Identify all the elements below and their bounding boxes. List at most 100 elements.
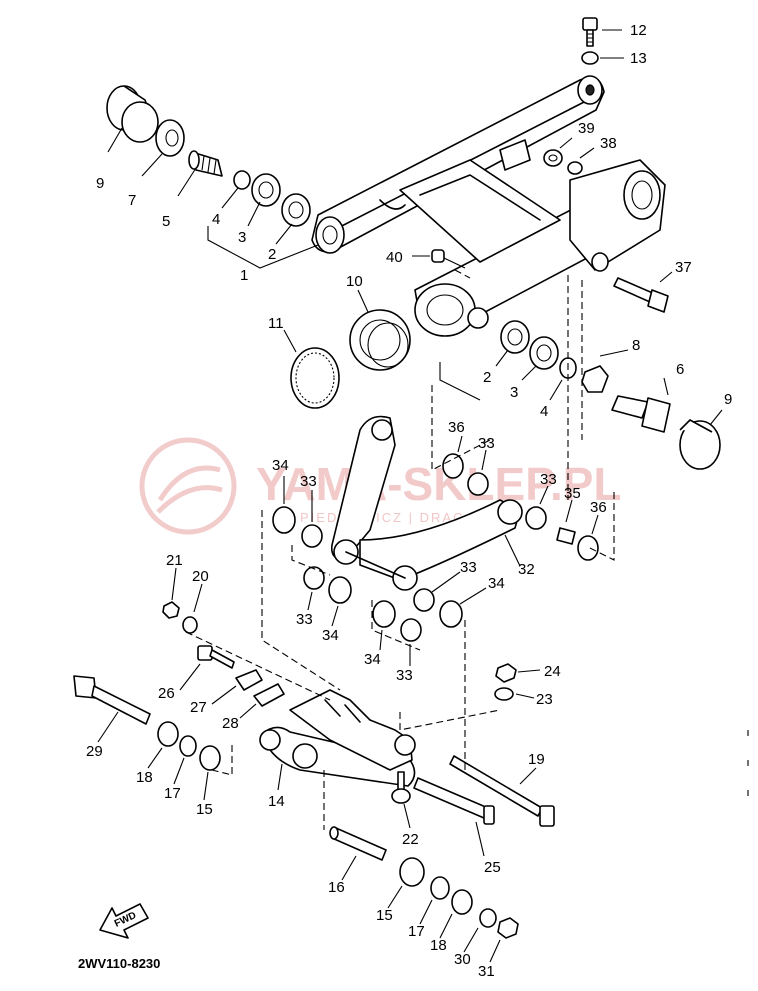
washer-18a-part bbox=[157, 721, 179, 747]
bushing-33e-part bbox=[413, 588, 435, 612]
label-24: 24 bbox=[544, 663, 561, 680]
collar-4a-part bbox=[233, 170, 251, 190]
bearing-2b-part bbox=[500, 320, 530, 354]
bolt-22-part bbox=[391, 771, 411, 804]
label-36a: 36 bbox=[448, 419, 465, 436]
bushing-33b-part bbox=[301, 524, 323, 548]
bushing-35-part bbox=[556, 527, 576, 545]
label-5: 5 bbox=[162, 213, 170, 230]
alignment-lines bbox=[185, 269, 615, 830]
label-39: 39 bbox=[578, 120, 595, 137]
label-1: 1 bbox=[240, 267, 248, 284]
bushing-36b-part bbox=[577, 535, 599, 561]
label-20: 20 bbox=[192, 568, 209, 585]
label-17a: 17 bbox=[164, 785, 181, 802]
label-23: 23 bbox=[536, 691, 553, 708]
label-8: 8 bbox=[632, 337, 640, 354]
label-38: 38 bbox=[600, 135, 617, 152]
cap-9a-part bbox=[106, 85, 159, 143]
label-33e: 33 bbox=[460, 559, 477, 576]
lockwasher-8-part bbox=[581, 365, 609, 393]
label-10: 10 bbox=[346, 273, 363, 290]
label-33d: 33 bbox=[296, 611, 313, 628]
label-3b: 3 bbox=[510, 384, 518, 401]
bearing-3a-part bbox=[251, 173, 281, 207]
collar-15b-part bbox=[399, 857, 425, 887]
fwd-arrow-icon: FWD bbox=[99, 903, 149, 939]
label-14: 14 bbox=[268, 793, 285, 810]
bushing-34d-part bbox=[372, 600, 396, 628]
plug-40-part bbox=[431, 249, 466, 269]
label-32: 32 bbox=[518, 561, 535, 578]
label-34c: 34 bbox=[488, 575, 505, 592]
pin-25-part bbox=[413, 777, 495, 825]
shaft-6-part bbox=[611, 395, 671, 433]
label-33a: 33 bbox=[478, 435, 495, 452]
bracket-28-part bbox=[253, 683, 285, 707]
label-34d: 34 bbox=[364, 651, 381, 668]
label-33f: 33 bbox=[396, 667, 413, 684]
label-19: 19 bbox=[528, 751, 545, 768]
bearing-3b-part bbox=[529, 336, 559, 370]
washer-20-part bbox=[182, 616, 198, 634]
washer-17a-part bbox=[179, 735, 197, 757]
label-31: 31 bbox=[478, 963, 495, 980]
bushing-33f-part bbox=[400, 618, 422, 642]
washer-13-part bbox=[581, 51, 599, 65]
label-33b: 33 bbox=[300, 473, 317, 490]
label-36b: 36 bbox=[590, 499, 607, 516]
washer-23-part bbox=[494, 687, 514, 701]
bolt-19-part bbox=[449, 755, 555, 827]
nut-7-part bbox=[155, 119, 185, 157]
plate-27-part bbox=[235, 669, 263, 691]
label-29: 29 bbox=[86, 743, 103, 760]
label-11: 11 bbox=[268, 315, 284, 332]
seal-10-part bbox=[349, 309, 411, 371]
link-14-part bbox=[259, 689, 416, 787]
part-labels: 12 13 9 7 5 4 3 2 1 39 38 40 37 10 11 2 … bbox=[86, 22, 732, 980]
nut-31-part bbox=[497, 917, 519, 939]
washer-17b-part bbox=[430, 876, 450, 900]
relay-arm-32-part bbox=[330, 415, 523, 591]
bolt-12-part bbox=[582, 17, 598, 47]
nut-24-part bbox=[495, 663, 517, 683]
label-15a: 15 bbox=[196, 801, 213, 818]
swingarm-part bbox=[311, 75, 666, 337]
washer-18b-part bbox=[451, 889, 473, 915]
collar-15a-part bbox=[199, 745, 221, 771]
label-16: 16 bbox=[328, 879, 345, 896]
bolt-26-part bbox=[197, 645, 235, 669]
bushing-33c-part bbox=[525, 506, 547, 530]
label-2a: 2 bbox=[268, 246, 276, 263]
cap-9b-part bbox=[679, 419, 721, 470]
label-6: 6 bbox=[676, 361, 684, 378]
label-9a: 9 bbox=[96, 175, 104, 192]
bushing-36a-part bbox=[442, 453, 464, 479]
label-3a: 3 bbox=[238, 229, 246, 246]
label-30: 30 bbox=[454, 951, 471, 968]
label-13: 13 bbox=[630, 50, 647, 67]
bushing-33d-part bbox=[303, 566, 325, 590]
label-25: 25 bbox=[484, 859, 501, 876]
label-28: 28 bbox=[222, 715, 239, 732]
label-4b: 4 bbox=[540, 403, 548, 420]
nut-21-part bbox=[162, 601, 180, 619]
leader-lines bbox=[97, 29, 723, 963]
label-2b: 2 bbox=[483, 369, 491, 386]
bushing-34c-part bbox=[439, 600, 463, 628]
label-18b: 18 bbox=[430, 937, 447, 954]
label-9b: 9 bbox=[724, 391, 732, 408]
washer-30-part bbox=[479, 908, 497, 928]
label-27: 27 bbox=[190, 699, 207, 716]
label-34b: 34 bbox=[322, 627, 339, 644]
label-15b: 15 bbox=[376, 907, 393, 924]
label-18a: 18 bbox=[136, 769, 153, 786]
oring-11-part bbox=[290, 347, 340, 409]
bushing-33a-part bbox=[467, 472, 489, 496]
label-26: 26 bbox=[158, 685, 175, 702]
label-37: 37 bbox=[675, 259, 692, 276]
washer-38-part bbox=[567, 161, 583, 175]
label-35: 35 bbox=[564, 485, 581, 502]
bolt-37-part bbox=[613, 277, 669, 313]
